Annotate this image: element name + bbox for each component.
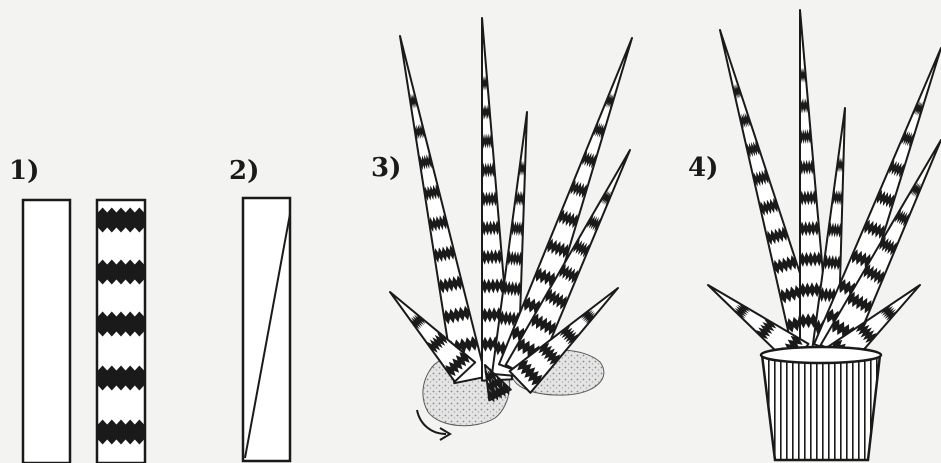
strip-band	[98, 260, 144, 285]
strip-band	[98, 312, 144, 337]
leaf	[400, 36, 486, 383]
step-1-label: 1)	[9, 158, 39, 184]
step-3-plant-with-stones	[390, 18, 632, 440]
step-2-diagonal-cut	[243, 198, 290, 461]
step-4-plant-in-pot	[708, 10, 941, 460]
plant-3-leaves	[390, 18, 632, 403]
step-4-label: 4)	[688, 155, 718, 181]
strip-band	[98, 366, 144, 391]
step-2-label: 2)	[229, 158, 259, 184]
cut-strip-outline	[243, 198, 290, 461]
step-1-strips	[23, 200, 145, 463]
plain-paper-strip	[23, 200, 70, 463]
plant-4-leaves	[708, 10, 941, 371]
pot-rim	[761, 347, 881, 363]
strip-band	[98, 420, 144, 445]
banded-paper-strip	[97, 200, 145, 463]
strip-band	[98, 208, 144, 233]
flower-pot	[762, 355, 880, 460]
step-3-label: 3)	[371, 155, 401, 181]
